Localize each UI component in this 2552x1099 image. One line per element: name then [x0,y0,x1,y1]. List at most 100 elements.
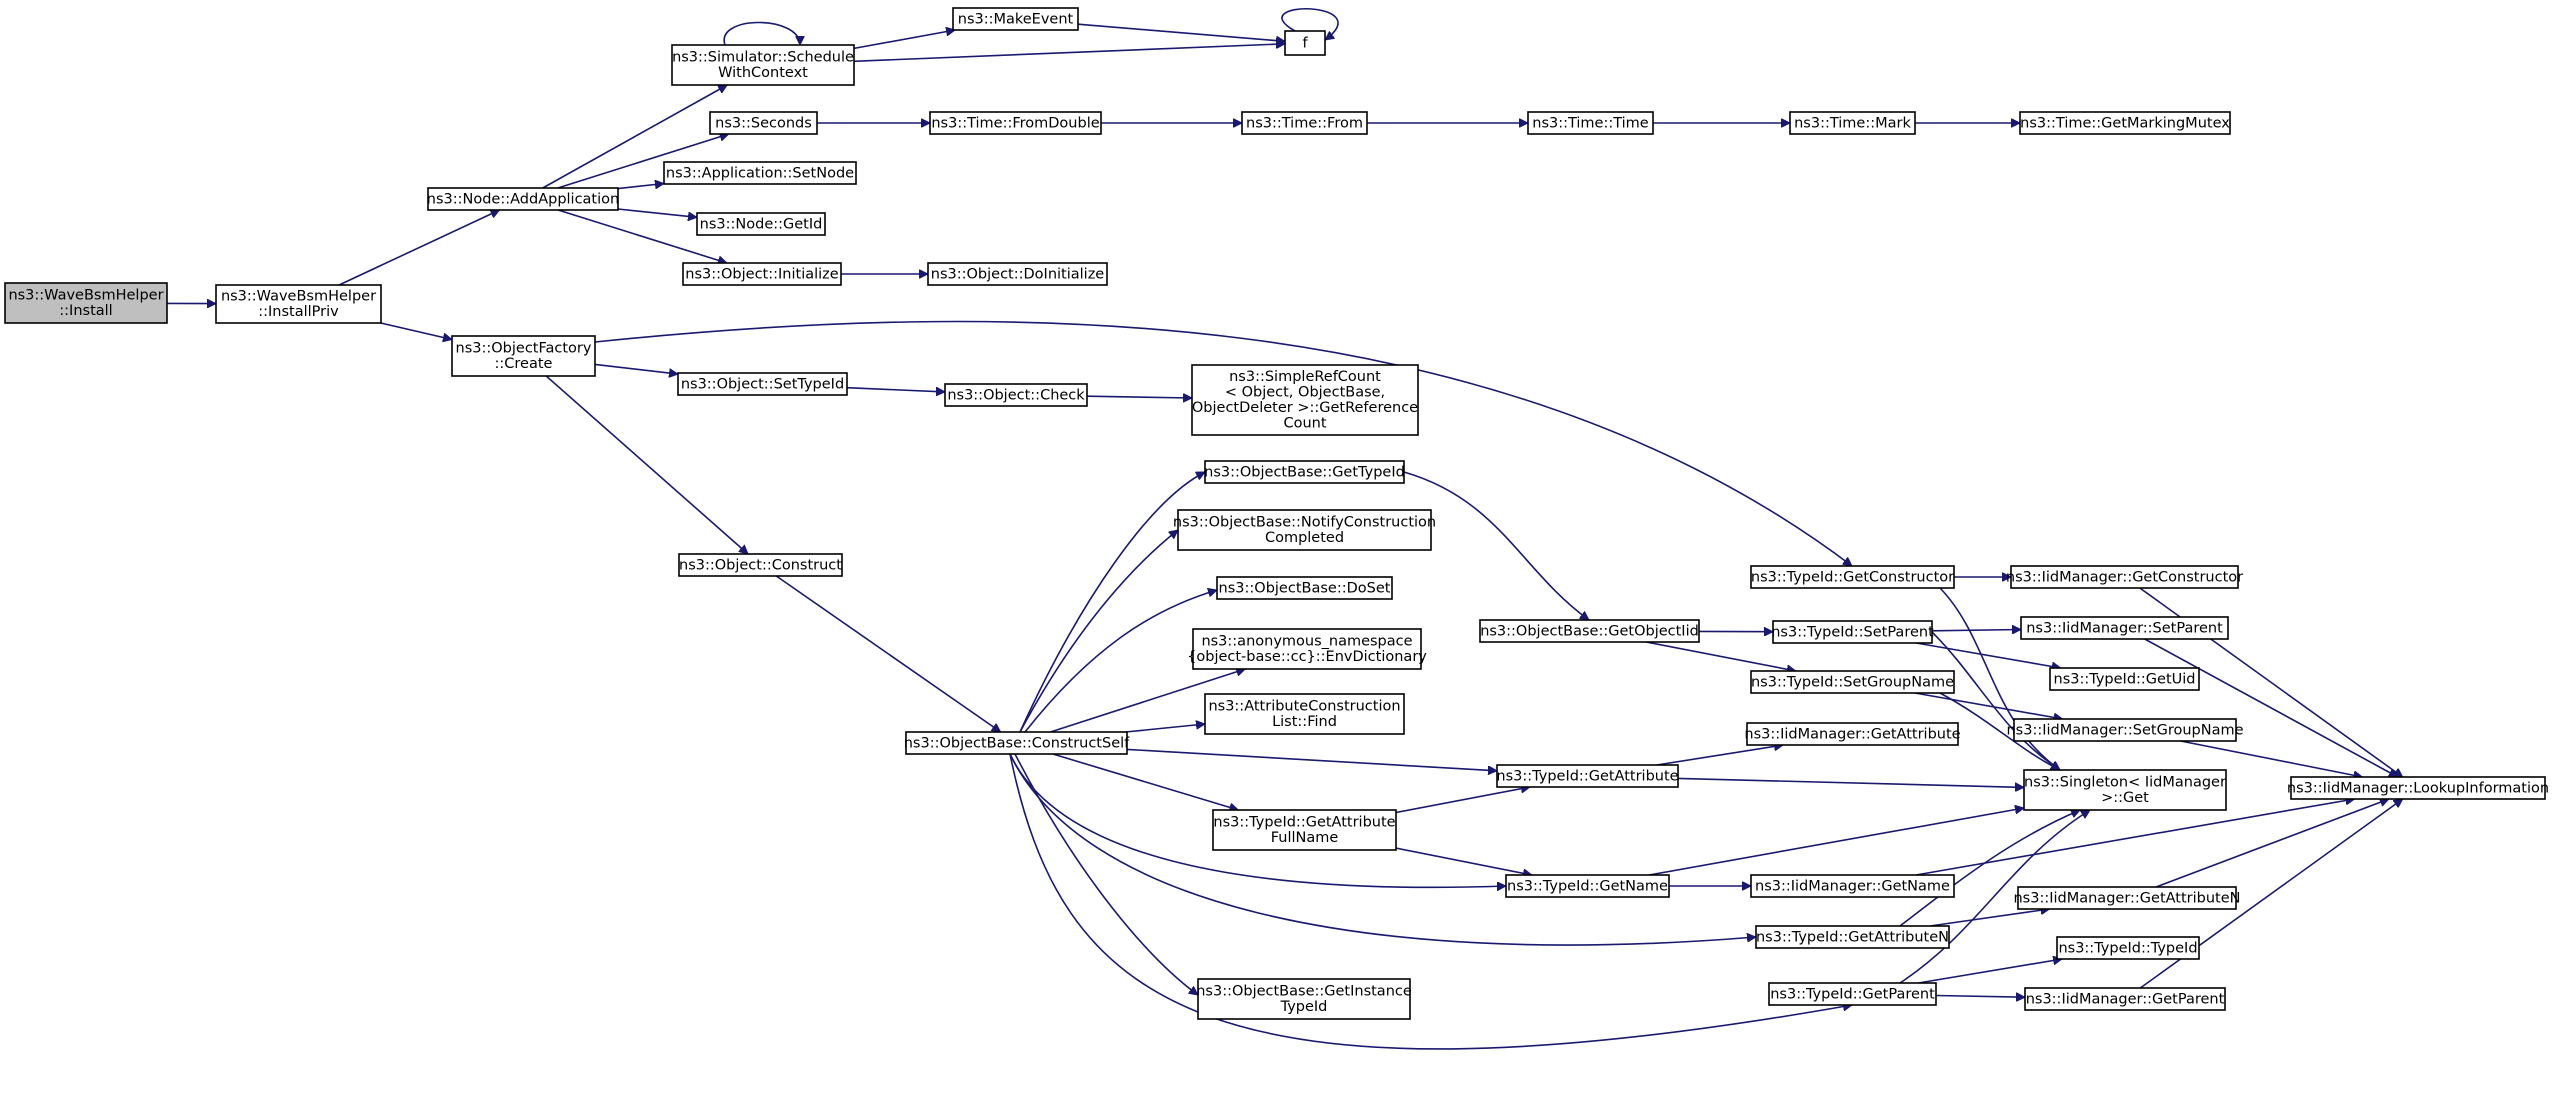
node-tidgetname[interactable]: ns3::TypeId::GetName [1505,874,1670,898]
node-iidgetparent[interactable]: ns3::IidManager::GetParent [2024,987,2226,1011]
node-constructself[interactable]: ns3::ObjectBase::ConstructSelf [904,731,1130,755]
node-box [1204,460,1405,484]
edge-line [846,386,945,392]
node-label-line: ::Install [59,303,112,319]
node-addapp[interactable]: ns3::Node::AddApplication [427,187,619,211]
node-fromdouble[interactable]: ns3::Time::FromDouble [929,111,1102,135]
node-doinit[interactable]: ns3::Object::DoInitialize [927,262,1108,286]
node-label-line: ns3::TypeId::GetUid [2054,671,2196,687]
node-label-line: ns3::IidManager::SetGroupName [2006,722,2243,738]
node-box [671,44,855,86]
node-objinit[interactable]: ns3::Object::Initialize [682,262,842,286]
edge-ofcreate-to-objconstruct [545,375,748,554]
node-appsetnode[interactable]: ns3::Application::SetNode [663,161,857,185]
node-label-line: < Object, ObjectBase, [1225,385,1385,401]
node-box [1527,111,1654,135]
node-tidsetgroupname[interactable]: ns3::TypeId::SetGroupName [1750,670,1955,694]
node-box [682,262,842,286]
node-getobjectiid[interactable]: ns3::ObjectBase::GetObjectIid [1479,619,1700,643]
edge-addapp-to-objinit [557,209,727,263]
node-label-line: TypeId [1280,999,1328,1015]
edge-tidgetname-to-singletonget [1648,808,2024,876]
edge-line [1019,471,1205,733]
node-getmarkingmutex[interactable]: ns3::Time::GetMarkingMutex [2019,111,2231,135]
edge-constructself-to-getinstancetypeid [1014,753,1198,996]
node-box [1755,925,1950,949]
node-notifyconstruction[interactable]: ns3::ObjectBase::NotifyConstructionCompl… [1173,509,1436,551]
node-timefrom[interactable]: ns3::Time::From [1241,111,1368,135]
edge-constructself-to-tidgetname [1009,753,1506,887]
node-objconstruct[interactable]: ns3::Object::Construct [678,553,843,577]
node-install[interactable]: ns3::WaveBsmHelper::Install [4,282,168,324]
node-iidsetparent[interactable]: ns3::IidManager::SetParent [2020,616,2229,640]
node-iidgetattributen[interactable]: ns3::IidManager::GetAttributeN [2013,886,2241,910]
node-box [1505,874,1670,898]
edge-tidgetparent-to-iidgetparent [1935,996,2025,998]
edge-installpriv-to-addapp [338,210,499,286]
node-lookupinformation[interactable]: ns3::IidManager::LookupInformation [2287,776,2549,800]
node-tidgetuid[interactable]: ns3::TypeId::GetUid [2049,667,2200,691]
node-label-line: ns3::TypeId::SetParent [1771,624,1934,640]
node-label-line: f [1302,35,1308,51]
node-envdictionary[interactable]: ns3::anonymous_namespace{object-base::cc… [1187,628,1427,670]
edge-constructself-to-obgettypeid [1019,471,1205,733]
node-timemark[interactable]: ns3::Time::Mark [1789,111,1916,135]
node-label-line: ns3::ObjectBase::GetTypeId [1204,464,1405,480]
node-ofcreate[interactable]: ns3::ObjectFactory::Create [451,335,596,377]
node-iidgetconstructor[interactable]: ns3::IidManager::GetConstructor [2006,565,2243,589]
node-tidsetparent[interactable]: ns3::TypeId::SetParent [1771,620,1934,644]
node-singletonget[interactable]: ns3::Singleton< IidManager>::Get [2023,769,2227,811]
node-label-line: ns3::ObjectBase::ConstructSelf [904,735,1130,751]
edge-tidgetconstructor-to-singletonget [1939,587,2060,771]
edge-addapp-to-seconds [557,134,729,189]
node-label-line: ns3::anonymous_namespace [1201,634,1412,650]
edge-tidgetattributen-to-iidgetattributen [1929,909,2050,927]
node-label-line: ns3::WaveBsmHelper [8,288,163,304]
node-iidgetattribute[interactable]: ns3::IidManager::GetAttribute [1744,722,1961,746]
node-makeevent[interactable]: ns3::MakeEvent [952,7,1079,31]
node-obgettypeid[interactable]: ns3::ObjectBase::GetTypeId [1204,460,1405,484]
edge-ofcreate-to-tidgetconstructor [594,320,1852,567]
edge-line [338,210,499,286]
node-seconds[interactable]: ns3::Seconds [709,111,818,135]
node-objcheck[interactable]: ns3::Object::Check [944,383,1088,407]
node-label-line: ns3::IidManager::LookupInformation [2287,780,2549,796]
node-doset[interactable]: ns3::ObjectBase::DoSet [1216,576,1393,600]
edge-line [1915,799,2355,876]
edge-constructself-to-envdictionary [1050,669,1246,733]
node-label-line: ns3::TypeId::GetName [1507,878,1668,894]
node-label-line: ns3::ObjectFactory [456,341,592,357]
node-label-line: ns3::Application::SetNode [666,165,854,181]
node-iidgetname[interactable]: ns3::IidManager::GetName [1750,874,1955,898]
node-tidgetparent[interactable]: ns3::TypeId::GetParent [1768,982,1937,1006]
node-box [927,262,1108,286]
edge-tidsetparent-to-tidgetuid [1916,642,2061,668]
node-tidtypeid[interactable]: ns3::TypeId::TypeId [2056,936,2200,960]
node-simplerefcount[interactable]: ns3::SimpleRefCount< Object, ObjectBase,… [1191,364,1419,436]
node-installpriv[interactable]: ns3::WaveBsmHelper::InstallPriv [215,284,382,324]
node-label-line: Completed [1265,530,1344,546]
node-tidgetattribute[interactable]: ns3::TypeId::GetAttribute [1496,764,1679,788]
node-tidgetconstructor[interactable]: ns3::TypeId::GetConstructor [1750,565,1955,589]
node-objsettypeid[interactable]: ns3::Object::SetTypeId [677,372,848,396]
node-label-line: ns3::ObjectBase::NotifyConstruction [1173,515,1436,531]
edge-addapp-to-appsetnode [617,184,664,190]
node-timetime[interactable]: ns3::Time::Time [1527,111,1654,135]
node-box [1197,978,1411,1020]
node-f[interactable]: f [1284,30,1326,56]
edge-line [2180,740,2363,777]
node-iidsetgroupname[interactable]: ns3::IidManager::SetGroupName [2006,718,2244,742]
node-box [1212,809,1397,851]
node-box [2013,718,2237,742]
edge-line [1931,630,2021,631]
node-nodegetid[interactable]: ns3::Node::GetId [696,212,826,236]
edge-line [2144,638,2398,778]
node-label-line: ns3::WaveBsmHelper [221,289,376,305]
node-tidgetattributen[interactable]: ns3::TypeId::GetAttributeN [1755,925,1950,949]
edge-tidgetparent-to-tidtypeid [1918,959,2062,984]
edge-tidsetgroupname-to-singletonget [1939,692,2060,771]
